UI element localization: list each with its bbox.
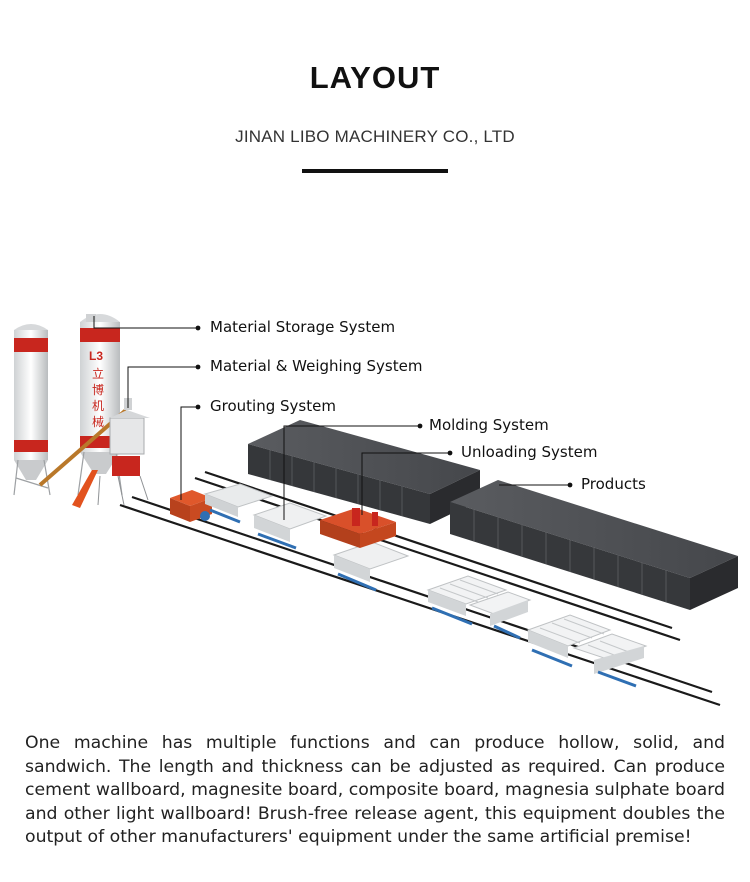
production-line-illustration: L3 立 博 机 械 xyxy=(13,314,738,707)
silo-logo-char-4: 械 xyxy=(92,414,104,429)
label-products: Products xyxy=(581,475,646,493)
silo-left xyxy=(13,324,51,496)
company-name: JINAN LIBO MACHINERY CO., LTD xyxy=(235,127,515,146)
weighing-station xyxy=(38,398,150,508)
page-title: LAYOUT xyxy=(309,60,441,95)
callout-unloading xyxy=(361,452,448,515)
products-stack xyxy=(450,480,738,610)
callout-dot-unloading xyxy=(447,450,453,456)
title-divider xyxy=(302,169,448,173)
callout-dot-grouting xyxy=(195,404,201,410)
description-text: One machine has multiple functions and c… xyxy=(25,733,725,848)
panel-carts xyxy=(203,483,648,688)
panel-stack-back xyxy=(248,420,480,524)
callout-molding xyxy=(283,425,418,520)
silo-logo-mark: L3 xyxy=(89,349,103,363)
molding-machine xyxy=(320,508,396,548)
silo-logo-char-3: 机 xyxy=(92,399,104,413)
silo-logo-char-2: 博 xyxy=(92,382,104,397)
label-grouting: Grouting System xyxy=(210,397,336,415)
callout-weighing xyxy=(127,366,196,408)
label-unloading: Unloading System xyxy=(461,443,598,461)
silo-logo-char-1: 立 xyxy=(92,366,104,381)
callout-dot-weighing xyxy=(195,364,201,370)
label-material-storage: Material Storage System xyxy=(210,318,396,336)
callout-lines xyxy=(93,316,568,520)
callout-storage xyxy=(93,316,196,329)
callout-dot-products xyxy=(567,482,573,488)
callout-dot-storage xyxy=(195,325,201,331)
label-material-weighing: Material & Weighing System xyxy=(210,357,423,375)
callout-dot-molding xyxy=(417,423,423,429)
callout-grouting xyxy=(180,406,196,500)
label-molding: Molding System xyxy=(429,416,549,434)
